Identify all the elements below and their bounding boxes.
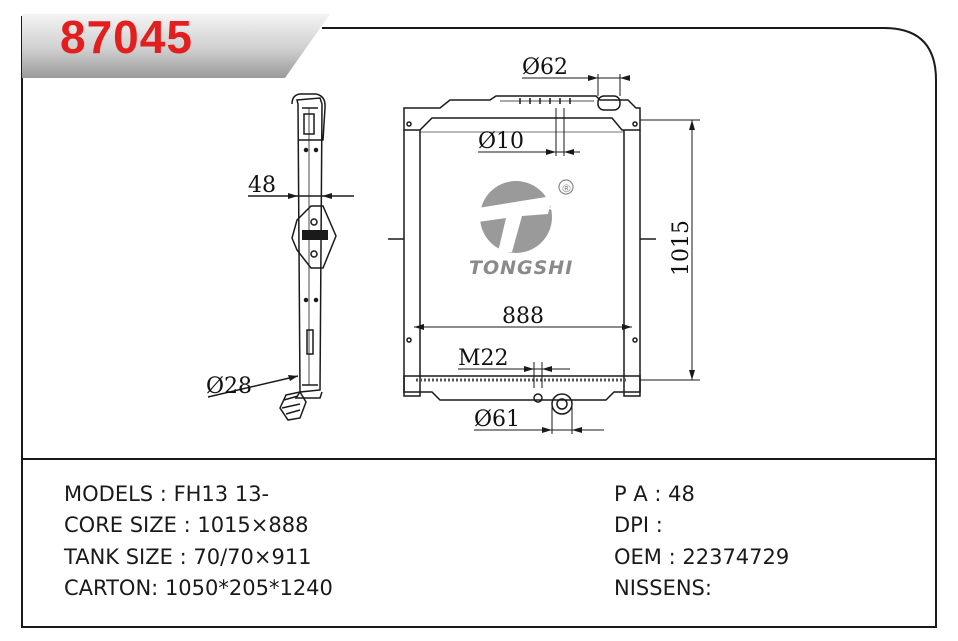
- dim-width: 888: [502, 304, 544, 329]
- spec-core-size: CORE SIZE : 1015×888: [64, 513, 309, 537]
- spec-pa: P A : 48: [614, 482, 695, 506]
- brand-name: TONGSHI: [469, 257, 573, 279]
- dim-height: 1015: [669, 220, 694, 276]
- brand-logo: TONGSHI ®: [469, 179, 574, 279]
- dim-top-neck: Ø62: [522, 55, 568, 80]
- spec-tank-size: TANK SIZE : 70/70×911: [64, 545, 312, 569]
- spec-dpi: DPI :: [614, 513, 670, 537]
- spec-carton: CARTON: 1050*205*1240: [64, 576, 333, 600]
- dim-side-width: 48: [248, 173, 276, 198]
- sheet-frame: [21, 16, 937, 628]
- dim-bottom-outlet: Ø61: [474, 407, 520, 432]
- dim-thread: M22: [458, 346, 509, 371]
- spec-oem: OEM : 22374729: [614, 545, 790, 569]
- front-view: [388, 74, 700, 434]
- brand-emblem-icon: [478, 181, 559, 253]
- part-number-tab: [22, 14, 330, 78]
- registered-mark: ®: [561, 182, 572, 195]
- dim-side-inlet: Ø28: [206, 374, 252, 399]
- dim-top-pipe: Ø10: [478, 129, 524, 154]
- spec-nissens: NISSENS:: [614, 576, 712, 600]
- part-number: 87045: [60, 11, 193, 63]
- spec-models: MODELS : FH13 13-: [64, 482, 270, 506]
- side-view: [207, 93, 354, 421]
